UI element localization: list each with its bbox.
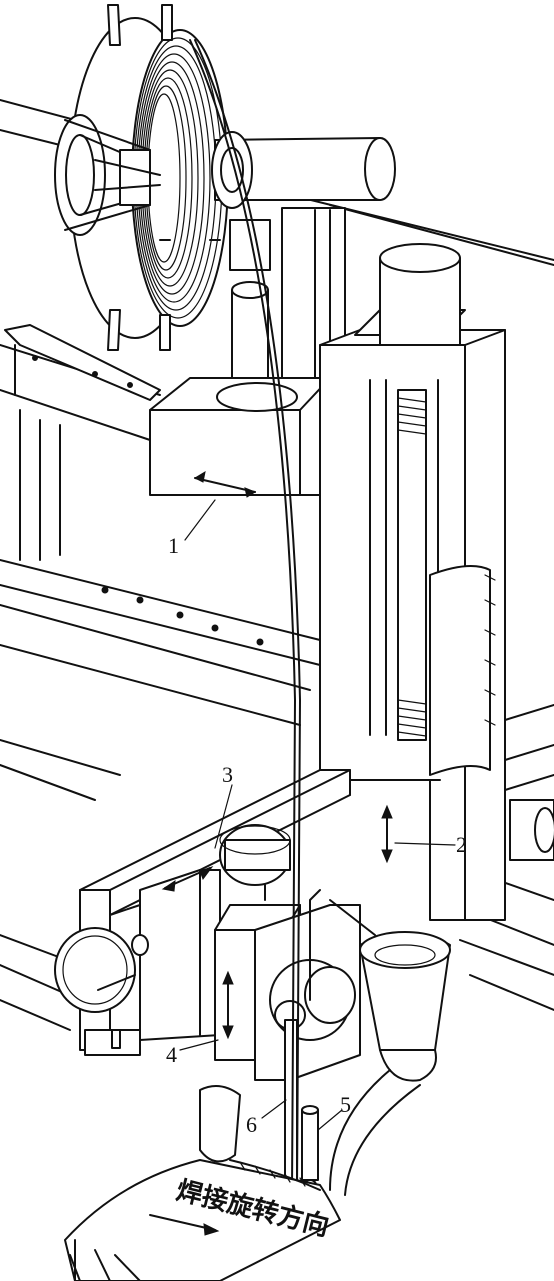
label-4: 4 [166,1042,177,1067]
cross-slide-block [149,377,331,498]
wire-spool [54,4,396,351]
label-3: 3 [222,762,233,787]
workpiece [64,1085,341,1281]
label-1: 1 [168,533,179,558]
leader-lines [179,499,456,1131]
label-2: 2 [456,832,467,857]
horizontal-arm [54,769,441,1056]
label-5: 5 [340,1092,351,1117]
vertical-housing [319,243,554,921]
welding-torch [254,889,451,1196]
welding-wire [189,39,301,1191]
label-6: 6 [246,1112,257,1137]
